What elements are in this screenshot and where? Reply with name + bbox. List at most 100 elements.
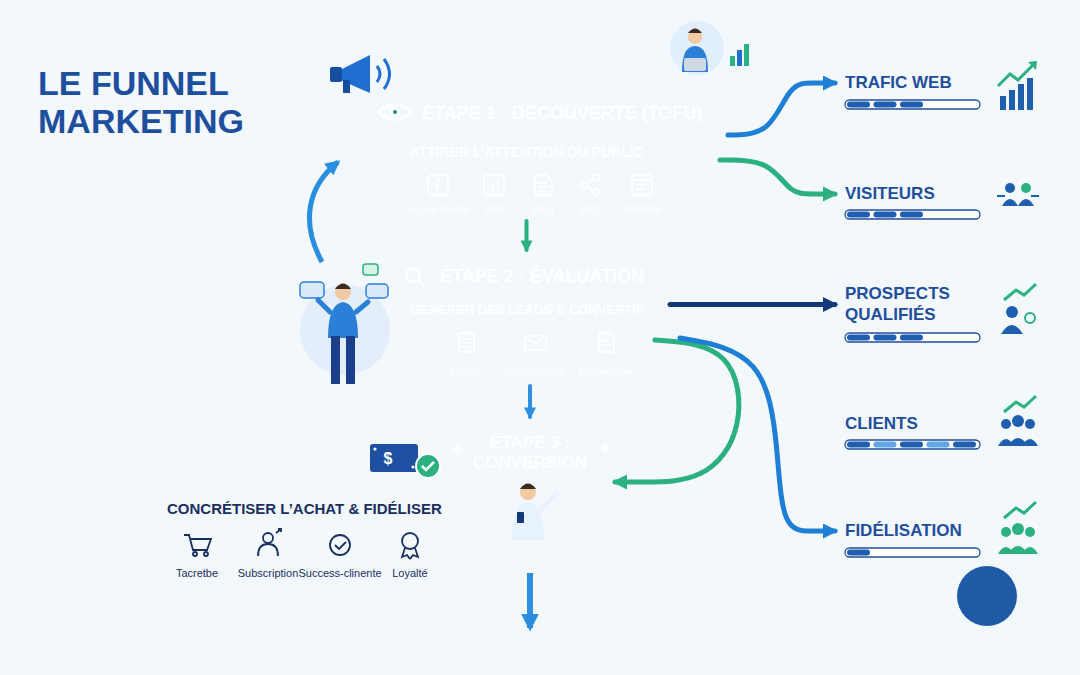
figure-leg bbox=[331, 336, 340, 384]
chat-bubble bbox=[366, 284, 388, 298]
metric-item: TRAFIC WEB bbox=[845, 72, 990, 94]
laptop bbox=[684, 58, 706, 71]
trend-arrow bbox=[1004, 396, 1036, 412]
form-icon bbox=[459, 333, 474, 352]
icon-label: Website bbox=[622, 203, 662, 216]
chart-bar bbox=[1027, 78, 1033, 110]
chart-bar bbox=[1009, 90, 1015, 110]
channel-icons bbox=[428, 175, 652, 195]
megaphone-icon bbox=[330, 55, 390, 93]
diagram-title: LE FUNNEL MARKETING bbox=[38, 64, 298, 140]
funnel-rim bbox=[307, 57, 746, 77]
icon-label: Loyalté bbox=[392, 567, 427, 580]
funnel-rim bbox=[422, 397, 638, 417]
figure-arms bbox=[318, 300, 368, 312]
flow-arrow bbox=[720, 160, 835, 194]
cart-icon bbox=[184, 535, 211, 550]
whitepaper-glyph bbox=[602, 341, 611, 345]
icon-label: Subscription bbox=[238, 567, 299, 580]
network-line bbox=[800, 0, 1080, 70]
person-dot bbox=[1025, 527, 1035, 537]
metric-label: CLIENTS bbox=[845, 413, 990, 434]
flow-arrow bbox=[680, 338, 835, 531]
icon-label: Success-clinente bbox=[298, 567, 381, 580]
network-line bbox=[0, 480, 40, 590]
chart-bar bbox=[737, 50, 742, 66]
progress-track bbox=[845, 210, 980, 219]
figure-hair bbox=[520, 484, 536, 490]
network-line bbox=[860, 0, 930, 20]
funnel-stage: ÉTAPE 1 : DÉCOUVERTE (TOFU)ATTIRER L’ATT… bbox=[305, 55, 748, 225]
person-dot bbox=[1025, 419, 1035, 429]
flow-arrow bbox=[615, 340, 739, 482]
retention-icons bbox=[184, 529, 418, 559]
form-glyph bbox=[462, 339, 471, 347]
figure-head bbox=[335, 284, 351, 300]
progress-track bbox=[845, 333, 980, 342]
blog-glyph bbox=[538, 183, 548, 191]
phone bbox=[517, 512, 524, 523]
payment-icon bbox=[370, 444, 440, 478]
stage-heading: ÉTAPE 2 : ÉVALUATION bbox=[440, 266, 644, 287]
blog-icon bbox=[535, 175, 552, 195]
progress-track bbox=[845, 548, 980, 557]
person-dot bbox=[1005, 183, 1015, 193]
cart-wheel bbox=[204, 552, 208, 556]
subscriber-arrow bbox=[276, 529, 281, 533]
progress-track bbox=[845, 100, 980, 109]
progress-track bbox=[845, 440, 980, 449]
person-dot bbox=[1001, 527, 1011, 537]
progress-segment bbox=[953, 442, 976, 448]
progress-segment bbox=[874, 335, 897, 341]
outflow-arrow bbox=[527, 573, 533, 628]
sparkle bbox=[598, 441, 612, 455]
network-line bbox=[60, 0, 170, 40]
icon-label: Ads bbox=[485, 203, 504, 216]
subscriber-head bbox=[263, 533, 273, 543]
people-icon bbox=[1002, 199, 1034, 206]
progress-segment bbox=[874, 212, 897, 218]
people-arrows bbox=[997, 195, 1039, 197]
figure-backdrop bbox=[670, 21, 724, 75]
metric-item: VISITEURS bbox=[845, 183, 990, 205]
figure-body bbox=[328, 302, 358, 338]
icon-label: $ bbox=[384, 449, 393, 468]
icon-label: Blog bbox=[532, 203, 554, 216]
funnel-body bbox=[305, 55, 748, 230]
progress-segment bbox=[900, 335, 923, 341]
progress-segment bbox=[900, 212, 923, 218]
person-dot bbox=[1001, 419, 1011, 429]
metric-label: FIDÉLISATION bbox=[845, 520, 990, 541]
seo-node bbox=[593, 189, 599, 195]
flow-arrow bbox=[525, 221, 529, 250]
magnifier-lens bbox=[406, 268, 420, 282]
banknote-dot bbox=[373, 447, 376, 450]
progress-segment bbox=[847, 212, 870, 218]
trend-arrow bbox=[1004, 502, 1036, 518]
icon-label: Forms bbox=[450, 365, 481, 378]
ads-icon bbox=[484, 175, 504, 195]
flow-arrow bbox=[728, 83, 835, 135]
eye-pupil bbox=[393, 110, 397, 114]
prospect-icon bbox=[1001, 325, 1023, 334]
sound-waves bbox=[377, 59, 390, 89]
loyalty-medal bbox=[402, 533, 418, 549]
eye-icon bbox=[378, 105, 412, 120]
loyal-clients-icon bbox=[998, 546, 1038, 554]
megaphone-body bbox=[340, 55, 370, 93]
analyst-figure bbox=[670, 21, 749, 75]
trend-head bbox=[1028, 61, 1037, 70]
eye-iris bbox=[390, 107, 400, 117]
clients-icon bbox=[998, 438, 1038, 446]
metric-label: PROSPECTS QUALIFIÉS bbox=[845, 283, 990, 326]
chart-bar bbox=[730, 56, 735, 66]
icon-label: Whitepaper bbox=[578, 365, 634, 378]
section-caption: CONCRÉTISER L’ACHAT & FIDÉLISER bbox=[167, 500, 442, 518]
website-glyph bbox=[632, 180, 652, 189]
icon-label: Tacretbe bbox=[176, 567, 218, 580]
icon-label: Social media bbox=[407, 203, 470, 216]
subscriber-body bbox=[258, 544, 278, 556]
metric-label: VISITEURS bbox=[845, 183, 990, 204]
funnel-body bbox=[355, 228, 700, 388]
